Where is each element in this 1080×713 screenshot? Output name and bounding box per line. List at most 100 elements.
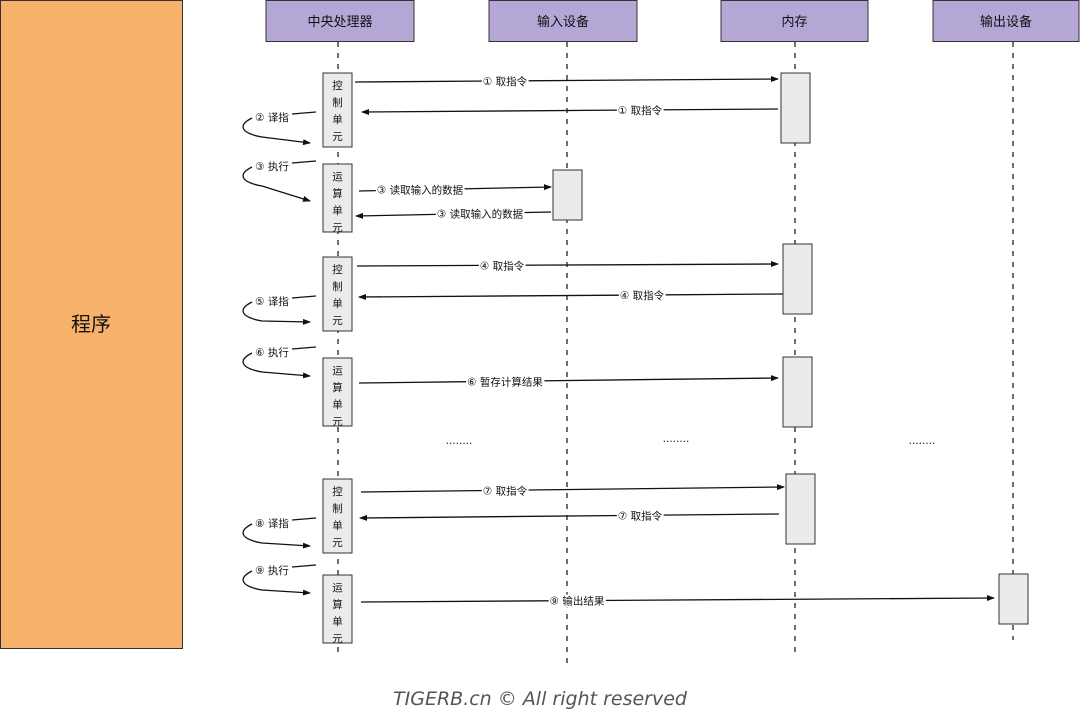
message-arrow: [358, 293, 784, 300]
activation-label-char: 算: [332, 598, 343, 611]
activation-label-char: 元: [332, 537, 343, 549]
message-input-to-cpu: ③ 读取输入的数据: [355, 207, 552, 221]
activation-label-char: 单: [332, 298, 343, 310]
participant-label: 输入设备: [537, 14, 589, 30]
message-arrow: [358, 375, 779, 384]
program-block: [0, 0, 183, 649]
message-label: ⑦ 取指令: [483, 484, 528, 497]
participant-box: [720, 0, 869, 42]
self-message-line: [291, 346, 317, 350]
message-arrow: [354, 76, 779, 83]
self-message-arrow: [242, 352, 311, 379]
activation-label-char: 算: [332, 381, 343, 394]
message-memory-to-cpu: ④ 取指令: [358, 288, 784, 302]
participant-label: 内存: [781, 14, 807, 30]
activation-label-char: 单: [332, 205, 343, 217]
self-message-label: ③ 执行: [255, 160, 289, 173]
message-label-bg: [548, 594, 606, 608]
ellipsis-3: ........: [909, 435, 936, 447]
ellipsis-1: ........: [446, 435, 473, 447]
activation-memory: [782, 356, 813, 428]
activation-box: [780, 72, 811, 144]
message-arrow: [360, 484, 785, 493]
participant-memory: 内存: [720, 0, 869, 42]
activation-label-char: 制: [332, 502, 343, 515]
activation-label-char: 运: [332, 582, 343, 594]
self-message-arrow: [242, 166, 311, 202]
activation-box: [322, 72, 353, 148]
participant-cpu: 中央处理器: [265, 0, 415, 42]
activation-label-char: 控: [332, 485, 343, 498]
self-message: ⑤ 译指: [242, 295, 317, 325]
participant-output: 输出设备: [932, 0, 1080, 42]
message-arrow: [359, 513, 780, 521]
activation-box: [322, 256, 353, 332]
message-memory-to-cpu: ⑦ 取指令: [359, 509, 780, 523]
activation-label-char: 元: [332, 222, 343, 234]
message-memory-to-cpu: ① 取指令: [361, 103, 779, 117]
activation-label-char: 制: [332, 96, 343, 109]
self-message-line: [291, 564, 317, 568]
message-label: ① 取指令: [618, 104, 663, 117]
message-label-bg: [375, 183, 465, 197]
activation-box: [998, 573, 1029, 625]
self-message-line: [291, 160, 317, 164]
activation-label-char: 制: [332, 280, 343, 293]
ellipsis-2: ........: [663, 433, 690, 445]
message-cpu-to-input: ③ 读取输入的数据: [358, 183, 552, 197]
activation-label-char: 元: [332, 315, 343, 327]
participant-label: 中央处理器: [307, 15, 372, 30]
self-message: ③ 执行: [242, 160, 317, 202]
self-message-arrow: [242, 570, 311, 596]
message-label-bg: [618, 288, 666, 302]
activation-box: [785, 473, 816, 545]
self-message-label: ⑧ 译指: [255, 517, 289, 530]
self-message-line: [291, 517, 317, 521]
message-label: ③ 读取输入的数据: [377, 184, 464, 197]
message-label: ⑥ 暂存计算结果: [467, 375, 543, 388]
footer-copyright: TIGERB.cn © All right reserved: [393, 688, 687, 710]
activation-label-char: 控: [332, 263, 343, 276]
message-label-bg: [435, 207, 525, 221]
message-label: ③ 读取输入的数据: [437, 207, 524, 220]
message-cpu-to-memory: ④ 取指令: [356, 259, 779, 273]
participant-label: 输出设备: [980, 14, 1032, 30]
message-label: ① 取指令: [483, 75, 528, 88]
activation-label-char: 元: [332, 131, 343, 143]
participant-box: [932, 0, 1080, 42]
activation-output: [998, 573, 1029, 625]
activation-box: [322, 357, 353, 427]
activation-memory: [785, 473, 816, 545]
message-arrow: [361, 108, 779, 115]
activation-label-char: 单: [332, 399, 343, 411]
message-cpu-to-memory: ⑦ 取指令: [360, 484, 785, 498]
activation-box: [782, 243, 813, 315]
self-message-arrow: [242, 301, 311, 325]
activation-label-char: 单: [332, 114, 343, 126]
activation-memory: [782, 243, 813, 315]
participant-box: [488, 0, 638, 42]
self-message-label: ② 译指: [255, 111, 289, 124]
activation-label-char: 元: [332, 633, 343, 645]
activation-box: [782, 356, 813, 428]
self-message-label: ⑨ 执行: [255, 564, 289, 577]
message-label: ⑦ 取指令: [618, 509, 663, 522]
message-arrow: [356, 261, 779, 268]
message-cpu-to-memory: ① 取指令: [354, 74, 779, 88]
message-label-bg: [616, 509, 664, 523]
self-message: ⑨ 执行: [242, 564, 317, 596]
message-label-bg: [478, 259, 526, 273]
participant-input: 输入设备: [488, 0, 638, 42]
message-label: ⑨ 输出结果: [550, 595, 605, 608]
self-message: ⑥ 执行: [242, 346, 317, 379]
activation-box: [322, 478, 353, 554]
self-message-label: ⑥ 执行: [255, 346, 289, 359]
activation-box: [322, 163, 353, 233]
